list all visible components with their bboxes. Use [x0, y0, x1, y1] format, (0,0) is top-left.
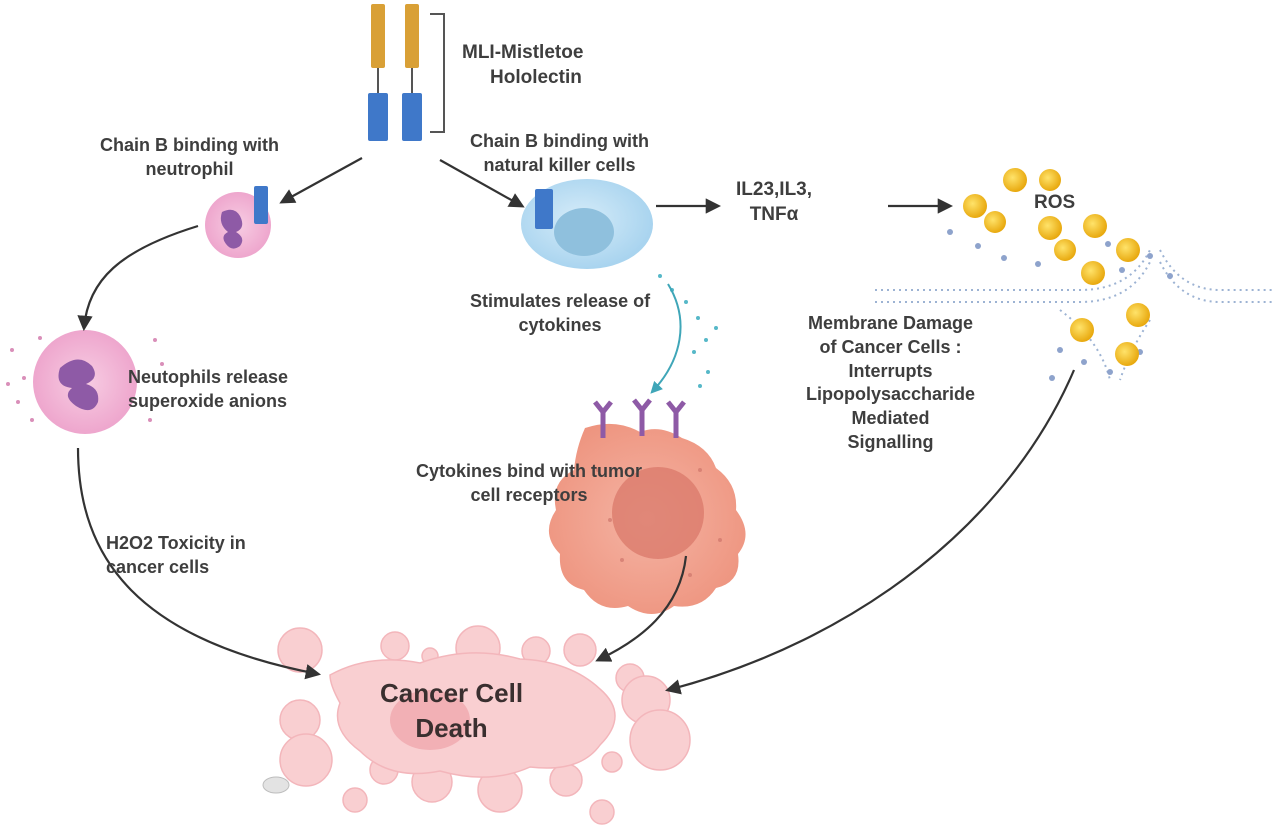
molecule-bracket: [430, 13, 445, 133]
chain-b-bound-nk: [535, 189, 553, 229]
label-chain-b-neutrophil: Chain B binding with neutrophil: [100, 135, 279, 179]
neutrophil-top: [205, 186, 271, 258]
label-chain-b-nk: Chain B binding with natural killer cell…: [470, 131, 649, 175]
tumor-cell: [548, 398, 746, 614]
chain-b-bound-neutrophil: [254, 186, 268, 224]
arrow-nk-to-tumor: [650, 283, 682, 394]
cytokine-release-particles: [658, 274, 718, 388]
arrows: [76, 157, 1076, 695]
label-cytokines-bind: Cytokines bind with tumor cell receptors: [416, 461, 643, 505]
neutrophil-releasing: [6, 330, 164, 434]
label-molecule-name: MLI-Mistletoe Hololectin: [462, 42, 584, 89]
label-membrane-damage: Membrane Damage of Cancer Cells : Interr…: [806, 313, 976, 452]
hololectin-molecule: [368, 4, 445, 141]
dead-cancer-cell: [262, 625, 691, 825]
nk-cell: [521, 179, 653, 269]
chain-a-right: [405, 4, 419, 68]
arrow-membrane-to-death: [665, 369, 1076, 695]
label-ros: ROS: [1034, 192, 1076, 213]
label-neutrophils-release: Neutophils release superoxide anions: [128, 367, 289, 411]
chain-b-left: [368, 93, 388, 141]
arrow-molecule-to-nk: [439, 159, 525, 208]
arrow-molecule-to-neutrophil: [279, 157, 363, 204]
label-h2o2-toxicity: H2O2 Toxicity in cancer cells: [106, 533, 246, 577]
label-cancer-cell-death: Cancer Cell Death: [380, 678, 524, 744]
chain-b-right: [402, 93, 422, 141]
arrow-tumor-to-death: [595, 555, 688, 662]
cytokine-receptors: [593, 398, 686, 438]
label-cytokines-out: IL23,IL3, TNFα: [736, 179, 813, 226]
arrow-neutrophil-to-release: [77, 224, 199, 332]
arrow-release-to-death: [76, 447, 322, 680]
label-stimulates-cytokines: Stimulates release of cytokines: [470, 291, 651, 335]
ros-membrane: [875, 168, 1275, 381]
chain-a-left: [371, 4, 385, 68]
